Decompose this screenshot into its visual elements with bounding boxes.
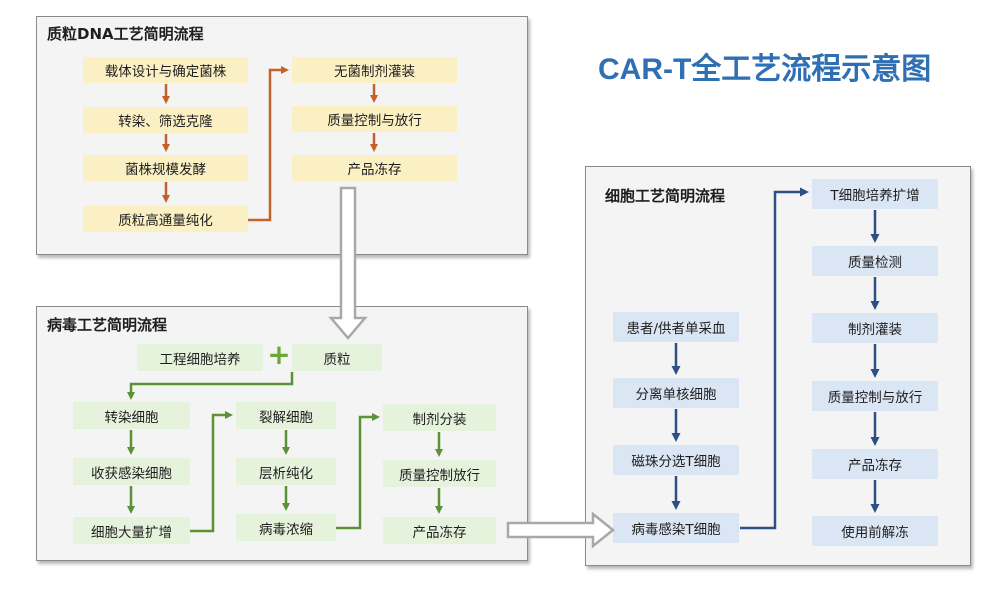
cell-step-4: 病毒感染T细胞: [613, 513, 739, 543]
cell-panel: [585, 166, 971, 566]
virus-step-6: 病毒浓缩: [236, 514, 336, 541]
cell-step-8: 质量控制与放行: [812, 381, 938, 411]
virus-cell-culture: 工程细胞培养: [137, 344, 263, 371]
cell-step-6: 质量检测: [812, 246, 938, 276]
arrow-v3: [190, 411, 233, 533]
cell-step-3: 磁珠分选T细胞: [613, 445, 739, 475]
cell-arrows: [671, 187, 880, 530]
cell-step-10: 使用前解冻: [812, 516, 938, 546]
cell-step-1: 患者/供者单采血: [613, 312, 739, 342]
cell-step-5: T细胞培养扩增: [812, 179, 938, 209]
hollow-arrow-right: [506, 511, 616, 549]
virus-arrows: [127, 372, 443, 533]
plasmid-step-2: 转染、筛选克隆: [83, 107, 248, 133]
plasmid-panel-title: 质粒DNA工艺简明流程: [47, 25, 204, 43]
plasmid-step-1: 载体设计与确定菌株: [83, 57, 248, 83]
virus-step-4: 裂解细胞: [236, 402, 336, 429]
arrow-v0: [127, 372, 294, 400]
plasmid-step-6: 质量控制与放行: [292, 106, 457, 132]
cell-panel-title: 细胞工艺简明流程: [605, 187, 726, 205]
plasmid-arrows: [162, 66, 378, 222]
plasmid-step-3: 菌株规模发酵: [83, 155, 248, 181]
plus-sign: +: [267, 337, 291, 371]
cell-step-2: 分离单核细胞: [613, 378, 739, 408]
virus-panel-title: 病毒工艺简明流程: [47, 316, 168, 334]
virus-step-9: 产品冻存: [383, 517, 496, 544]
virus-step-7: 制剂分装: [383, 404, 496, 431]
plasmid-step-5: 无菌制剂灌装: [292, 57, 457, 83]
hollow-arrow-down: [328, 186, 368, 340]
arrow-p4: [248, 66, 289, 222]
plasmid-step-7: 产品冻存: [292, 155, 457, 181]
virus-plasmid: 质粒: [292, 344, 382, 371]
cell-step-7: 制剂灌装: [812, 313, 938, 343]
arrow-v6: [336, 413, 380, 530]
main-title: CAR-T全工艺流程示意图: [598, 53, 932, 86]
virus-step-2: 收获感染细胞: [73, 458, 190, 485]
plasmid-step-4: 质粒高通量纯化: [83, 206, 248, 232]
cell-step-9: 产品冻存: [812, 449, 938, 479]
virus-step-5: 层析纯化: [236, 458, 336, 485]
virus-step-1: 转染细胞: [73, 402, 190, 429]
arrow-c4: [740, 187, 809, 530]
virus-step-3: 细胞大量扩增: [73, 517, 190, 544]
virus-step-8: 质量控制放行: [383, 460, 496, 487]
